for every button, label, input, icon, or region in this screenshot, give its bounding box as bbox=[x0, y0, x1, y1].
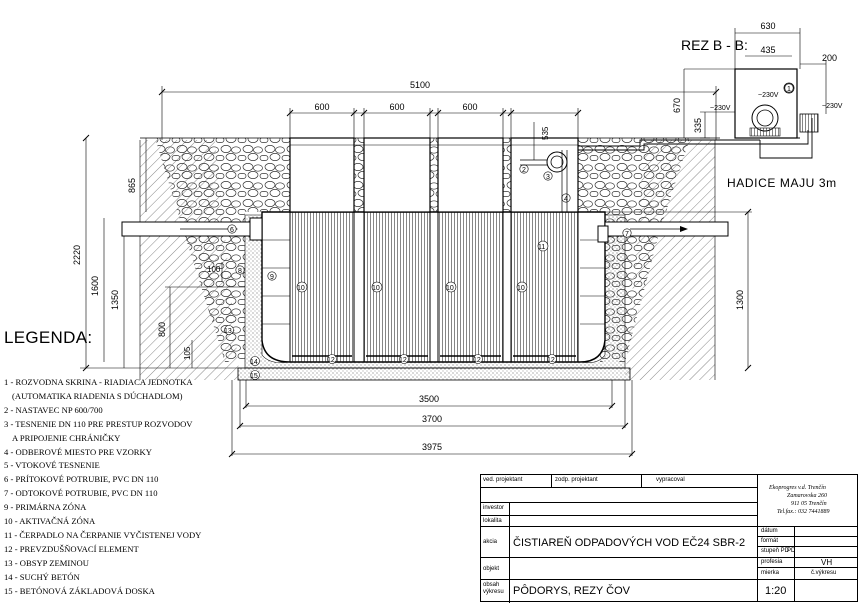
outflow-pipe bbox=[597, 221, 729, 243]
dim-600-2: 600 bbox=[389, 102, 404, 112]
label-vypracoval: vypracoval bbox=[656, 477, 685, 483]
label-format: formát bbox=[761, 538, 779, 544]
dim-865: 865 bbox=[127, 178, 137, 193]
marker-10-a: 10 bbox=[297, 285, 305, 292]
value-mierka: 1:20 bbox=[765, 585, 787, 597]
marker-12-c: 12 bbox=[473, 357, 481, 364]
company-address-1: Zamarovska 260 bbox=[787, 493, 827, 499]
marker-12-b: 12 bbox=[399, 357, 407, 364]
marker-11: 11 bbox=[538, 244, 545, 251]
dim-2220: 2220 bbox=[72, 245, 82, 265]
marker-10-b: 10 bbox=[372, 285, 380, 292]
value-stupen: PD bbox=[787, 548, 796, 554]
legend-item: 3 - TESNENIE DN 110 PRE PRESTUP ROZVODOV bbox=[4, 418, 193, 429]
marker-12-a: 12 bbox=[327, 357, 335, 364]
voltage-label-1: ~230V bbox=[758, 92, 779, 99]
legend-item: 12 - PREVZDUŠŇOVACÍ ELEMENT bbox=[4, 543, 139, 554]
dim-600-1: 600 bbox=[314, 102, 329, 112]
dim-3500: 3500 bbox=[419, 394, 439, 404]
item-markers: 1 2 3 4 6 7 8 9 10 10 10 10 11 12 12 12 … bbox=[224, 83, 794, 380]
legend-item: 13 - OBSYP ZEMINOU bbox=[4, 557, 89, 568]
dim-3700: 3700 bbox=[422, 414, 442, 424]
dim-600-3: 600 bbox=[462, 102, 477, 112]
dim-5100: 5100 bbox=[410, 80, 430, 90]
voltage-label-2: ~230V bbox=[710, 105, 731, 112]
label-mierka: mierka bbox=[761, 570, 780, 576]
company-name: Ekoprogres v.d. Trenčín bbox=[769, 485, 826, 491]
label-profesia: profesia bbox=[761, 559, 783, 565]
marker-1: 1 bbox=[787, 86, 791, 93]
legend-item: 11 - ČERPADLO NA ČERPANIE VYČISTENEJ VOD… bbox=[4, 529, 202, 540]
section-title: REZ B - B: bbox=[681, 37, 748, 53]
legend-item: 1 - ROZVODNA SKRINA - RIADIACA JEDNOTKA bbox=[4, 377, 193, 387]
project-name: ČISTIAREŇ ODPADOVÝCH VOD EČ24 SBR-2 bbox=[513, 537, 746, 549]
legend-item: 9 - PRIMÁRNA ZÓNA bbox=[4, 502, 87, 513]
legend-item: 6 - PRÍTOKOVÉ POTRUBIE, PVC DN 110 bbox=[4, 474, 159, 485]
legend-item: A PRIPOJENIE CHRÁNIČKY bbox=[12, 432, 121, 443]
marker-14: 14 bbox=[250, 359, 258, 366]
dim-630: 630 bbox=[760, 21, 775, 31]
legend-item: 15 - BETÓNOVÁ ZÁKLADOVÁ DOSKA bbox=[4, 585, 155, 596]
dim-105: 105 bbox=[183, 346, 192, 360]
dim-535: 535 bbox=[541, 126, 550, 140]
legend-item: 7 - ODTOKOVÉ POTRUBIE, PVC DN 110 bbox=[4, 488, 158, 499]
legend-item: 4 - ODBEROVÉ MIESTO PRE VZORKY bbox=[4, 446, 152, 457]
label-zodp-projektant: zodp. projektant bbox=[555, 477, 598, 483]
label-datum: dátum bbox=[761, 528, 778, 534]
dim-100: 100 bbox=[207, 265, 221, 274]
marker-4: 4 bbox=[564, 196, 568, 203]
dim-800: 800 bbox=[157, 322, 167, 337]
legend-item: 5 - VTOKOVÉ TESNENIE bbox=[4, 460, 100, 471]
label-obsah: obsah výkresu bbox=[483, 582, 504, 595]
legend-item: 2 - NASTAVEC NP 600/700 bbox=[4, 404, 103, 415]
marker-9: 9 bbox=[270, 274, 274, 281]
dimension-ticks bbox=[82, 88, 752, 458]
title-block: ved. projektant zodp. projektant vypraco… bbox=[480, 474, 858, 603]
company-address-2: 911 05 Trenčín bbox=[791, 501, 827, 507]
dim-670: 670 bbox=[672, 98, 682, 113]
legend: 1 - ROZVODNA SKRINA - RIADIACA JEDNOTKA … bbox=[4, 376, 304, 599]
value-profesia: VH bbox=[821, 558, 833, 567]
marker-7: 7 bbox=[625, 231, 629, 238]
label-akcia: akcia bbox=[483, 539, 498, 545]
company-phone: Tel.fax.: 032 7441889 bbox=[777, 509, 830, 515]
dim-1600: 1600 bbox=[90, 276, 100, 296]
label-cvykresu: č.výkresu bbox=[811, 570, 837, 576]
marker-2: 2 bbox=[522, 167, 526, 174]
marker-8: 8 bbox=[238, 268, 242, 275]
dim-335: 335 bbox=[693, 118, 703, 133]
dim-3975: 3975 bbox=[422, 442, 442, 452]
marker-15: 15 bbox=[250, 373, 258, 380]
drawing-content: PÔDORYS, REZY ČOV bbox=[513, 585, 630, 597]
legend-item: 10 - AKTIVAČNÁ ZÓNA bbox=[4, 516, 96, 527]
legend-item: 14 - SUCHÝ BETÓN bbox=[4, 571, 80, 582]
dim-435: 435 bbox=[760, 45, 775, 55]
dimension-lines bbox=[80, 28, 827, 456]
control-cabinet bbox=[700, 68, 819, 139]
label-stupen: stupeň PD bbox=[761, 548, 790, 554]
voltage-label-3: ~230V bbox=[822, 103, 843, 110]
marker-10-d: 10 bbox=[517, 285, 525, 292]
marker-6: 6 bbox=[230, 227, 234, 234]
label-investor: investor bbox=[483, 505, 505, 511]
marker-12-d: 12 bbox=[547, 357, 555, 364]
legend-title: LEGENDA: bbox=[4, 328, 93, 347]
marker-10-c: 10 bbox=[446, 285, 454, 292]
dim-1350: 1350 bbox=[110, 290, 120, 310]
label-lokalita: lokalita bbox=[483, 518, 502, 524]
label-ved-projektant: ved. projektant bbox=[483, 477, 523, 483]
marker-13: 13 bbox=[224, 328, 232, 335]
dim-200: 200 bbox=[822, 53, 837, 63]
inflow-pipe bbox=[121, 217, 263, 241]
legend-item: (AUTOMATIKA RIADENIA S DÚCHADLOM) bbox=[12, 390, 183, 401]
hose-note: HADICE MAJU 3m bbox=[727, 176, 837, 190]
label-objekt: objekt bbox=[483, 566, 500, 572]
dim-1300: 1300 bbox=[735, 290, 745, 310]
concrete-base-slab bbox=[237, 367, 631, 381]
marker-3: 3 bbox=[546, 174, 550, 181]
